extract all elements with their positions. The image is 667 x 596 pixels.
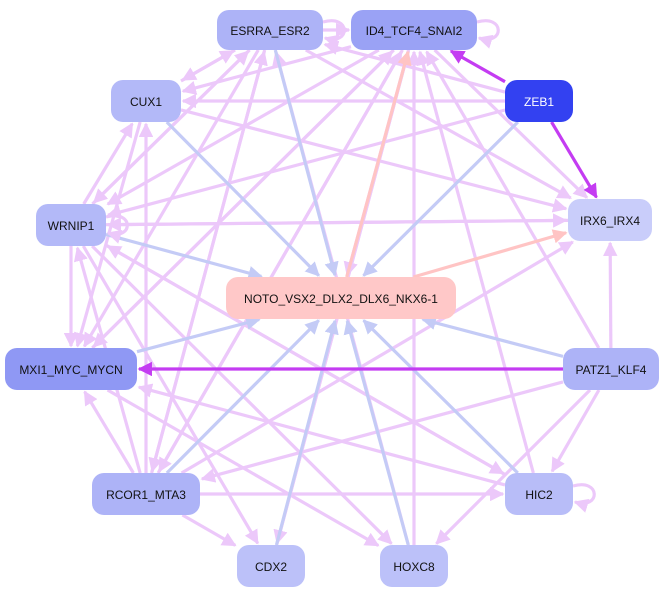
edge-wrnip1-to-noto_vsx2_dlx2_dlx6_nkx6-1 xyxy=(105,232,263,281)
node-box xyxy=(111,80,181,122)
node-label: NOTO_VSX2_DLX2_DLX6_NKX6-1 xyxy=(244,292,438,306)
node-rcor1_mta3[interactable]: RCOR1_MTA3 xyxy=(92,473,200,515)
node-label: CUX1 xyxy=(130,95,162,109)
edge-rcor1_mta3-to-cdx2 xyxy=(181,513,237,547)
edge-cdx2-to-noto_vsx2_dlx2_dlx6_nkx6-1 xyxy=(274,319,339,546)
edge-wrnip1-to-cux1 xyxy=(82,122,134,205)
node-label: RCOR1_MTA3 xyxy=(106,488,186,502)
self-loop-wrnip1 xyxy=(105,214,129,244)
edge-esrra_esr2-to-noto_vsx2_dlx2_dlx6_nkx6-1 xyxy=(273,49,339,277)
self-loop-hic2 xyxy=(572,483,596,513)
edge-hic2-to-id4_tcf4_snai2 xyxy=(416,50,535,474)
edge-zeb1-to-noto_vsx2_dlx2_dlx6_nkx6-1 xyxy=(362,120,520,277)
edge-hic2-to-wrnip1 xyxy=(106,244,506,476)
edge-hoxc8-to-noto_vsx2_dlx2_dlx6_nkx6-1 xyxy=(343,319,410,546)
edge-zeb1-to-id4_tcf4_snai2 xyxy=(449,49,506,84)
node-box xyxy=(237,545,305,587)
edge-hic2-to-mxi1_myc_mycn xyxy=(137,383,506,487)
node-esrra_esr2[interactable]: ESRRA_ESR2 xyxy=(217,10,323,50)
edge-rcor1_mta3-to-mxi1_myc_mycn xyxy=(83,390,135,474)
node-zeb1[interactable]: ZEB1 xyxy=(505,80,573,122)
node-label: ID4_TCF4_SNAI2 xyxy=(366,24,463,38)
edge-cux1-to-noto_vsx2_dlx2_dlx6_nkx6-1 xyxy=(165,120,320,277)
node-mxi1_myc_mycn[interactable]: MXI1_MYC_MYCN xyxy=(5,348,137,390)
node-cux1[interactable]: CUX1 xyxy=(111,80,181,122)
node-box xyxy=(505,473,573,515)
node-cdx2[interactable]: CDX2 xyxy=(237,545,305,587)
edge-id4_tcf4_snai2-to-cux1 xyxy=(181,45,352,95)
edge-rcor1_mta3-to-irx6_irx4 xyxy=(180,240,574,475)
edge-zeb1-to-irx6_irx4 xyxy=(550,121,598,199)
node-label: HIC2 xyxy=(525,488,553,502)
edge-patz1_klf4-to-noto_vsx2_dlx2_dlx6_nkx6-1 xyxy=(421,315,564,358)
edge-rcor1_mta3-to-noto_vsx2_dlx2_dlx6_nkx6-1 xyxy=(165,319,320,475)
node-hic2[interactable]: HIC2 xyxy=(505,473,573,515)
edge-noto_vsx2_dlx2_dlx6_nkx6-1-to-irx6_irx4 xyxy=(412,229,568,279)
edge-hic2-to-noto_vsx2_dlx2_dlx6_nkx6-1 xyxy=(362,319,519,475)
edge-patz1_klf4-to-id4_tcf4_snai2 xyxy=(425,50,601,349)
node-noto_vsx2_dlx2_dlx6_nkx6-1[interactable]: NOTO_VSX2_DLX2_DLX6_NKX6-1 xyxy=(226,277,456,319)
edge-patz1_klf4-to-hic2 xyxy=(550,389,601,473)
node-label: PATZ1_KLF4 xyxy=(576,363,647,377)
node-box xyxy=(226,277,456,319)
node-label: ZEB1 xyxy=(524,95,554,109)
node-patz1_klf4[interactable]: PATZ1_KLF4 xyxy=(563,348,659,390)
edge-cux1-to-esrra_esr2 xyxy=(180,49,235,83)
self-loop-esrra_esr2 xyxy=(322,19,346,49)
node-label: CDX2 xyxy=(255,560,287,574)
node-box xyxy=(217,10,323,50)
node-box xyxy=(380,545,448,587)
node-box xyxy=(351,10,477,50)
node-label: ESRRA_ESR2 xyxy=(230,24,310,38)
edges-layer xyxy=(63,19,618,547)
node-label: IRX6_IRX4 xyxy=(580,214,640,228)
edge-patz1_klf4-to-rcor1_mta3 xyxy=(200,380,564,483)
edge-id4_tcf4_snai2-to-irx6_irx4 xyxy=(433,48,589,199)
node-box xyxy=(92,473,200,515)
node-label: WRNIP1 xyxy=(48,219,95,233)
edge-mxi1_myc_mycn-to-hoxc8 xyxy=(106,388,380,547)
self-loop-id4_tcf4_snai2 xyxy=(476,19,500,49)
edge-mxi1_myc_mycn-to-noto_vsx2_dlx2_dlx6_nkx6-1 xyxy=(136,315,261,354)
node-id4_tcf4_snai2[interactable]: ID4_TCF4_SNAI2 xyxy=(351,10,477,50)
node-label: HOXC8 xyxy=(393,560,435,574)
edge-irx6_irx4-to-wrnip1 xyxy=(106,217,569,232)
node-box xyxy=(563,348,659,390)
node-hoxc8[interactable]: HOXC8 xyxy=(380,545,448,587)
node-label: MXI1_MYC_MYCN xyxy=(19,363,122,377)
node-irx6_irx4[interactable]: IRX6_IRX4 xyxy=(568,199,652,241)
node-box xyxy=(36,204,106,246)
node-box xyxy=(5,348,137,390)
node-wrnip1[interactable]: WRNIP1 xyxy=(36,204,106,246)
node-box xyxy=(568,199,652,241)
edge-patz1_klf4-to-irx6_irx4 xyxy=(603,241,618,349)
edge-noto_vsx2_dlx2_dlx6_nkx6-1-to-id4_tcf4_snai2 xyxy=(345,50,412,278)
node-box xyxy=(505,80,573,122)
